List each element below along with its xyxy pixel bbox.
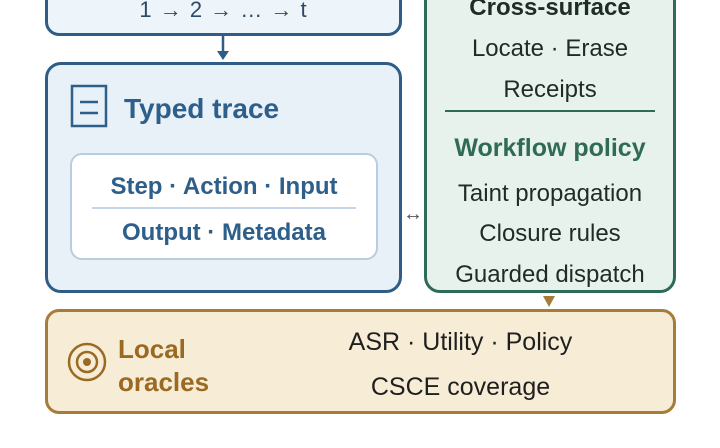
cross-surface-title: Cross-surface [469, 0, 631, 21]
trace-fields-row-2: Output · Metadata [122, 219, 326, 246]
target-icon [67, 342, 107, 382]
typed-trace-box: Typed trace Step · Action · Input Output… [45, 62, 402, 293]
workflow-item-guarded-dispatch: Guarded dispatch [455, 261, 645, 288]
cross-surface-item-locate-erase: Locate · Erase [471, 35, 629, 62]
typed-trace-title: Typed trace [124, 93, 280, 124]
oracle-metrics-line-1: ASR · Utility · Policy [348, 328, 573, 356]
policy-box: Cross-surface Locate · Erase Receipts Wo… [424, 0, 676, 293]
local-oracles-title-line-1: Local [118, 334, 186, 364]
workflow-item-closure-rules: Closure rules [479, 220, 621, 247]
down-arrow-to-oracles [543, 296, 555, 307]
workflow-policy-title: Workflow policy [454, 134, 646, 162]
step-sequence-box: 1 → 2 → … → t [45, 0, 402, 36]
step-sequence-text: 1 → 2 → … → t [139, 0, 308, 22]
trace-fields-row-1: Step · Action · Input [110, 173, 338, 200]
local-oracles-title-line-2: oracles [118, 367, 210, 397]
local-oracles-box: Local oracles ASR · Utility · Policy CSC… [45, 309, 676, 414]
down-arrow-to-trace [217, 36, 229, 60]
oracle-metrics-line-2: CSCE coverage [370, 373, 551, 401]
bidirectional-arrow-icon: ↔ [403, 203, 423, 225]
trace-fields-panel: Step · Action · Input Output · Metadata [70, 153, 378, 260]
cross-surface-item-receipts: Receipts [503, 76, 597, 103]
workflow-item-taint-propagation: Taint propagation [457, 180, 643, 207]
document-icon [70, 84, 108, 128]
trace-fields-divider [92, 207, 356, 209]
policy-divider [445, 110, 655, 112]
